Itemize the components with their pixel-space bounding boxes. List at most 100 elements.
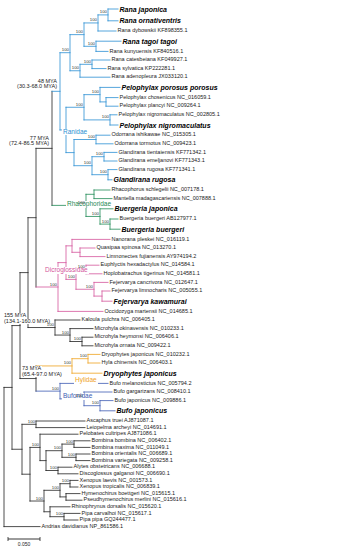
tree-branch xyxy=(22,424,23,474)
bootstrap-value: 100 xyxy=(102,115,109,119)
tree-branch xyxy=(4,526,40,527)
tree-branch xyxy=(100,87,120,88)
taxon-label: Pipa pipa GQ244477.1 xyxy=(80,517,136,523)
bootstrap-value: 100 xyxy=(84,60,91,64)
tree-branch xyxy=(50,516,64,517)
tree-branch xyxy=(70,487,78,488)
tree-branch xyxy=(100,101,106,102)
tree-branch xyxy=(88,363,100,364)
tree-branch xyxy=(94,282,95,296)
divergence-time: (134.1-160.0 MYA) xyxy=(3,319,51,325)
taxon-label: Pelobates cultripes AJ871086.1 xyxy=(80,431,157,437)
taxon-label: Rana catesbeiana KF049927.1 xyxy=(112,57,188,63)
taxon-label: Fejervarya kawamurai xyxy=(114,298,187,305)
tree-branch xyxy=(100,224,110,225)
tree-branch xyxy=(98,31,116,32)
tree-branch xyxy=(72,239,110,240)
tree-branch xyxy=(44,511,50,512)
family-label: Ranidae xyxy=(62,129,88,136)
tree-branch xyxy=(66,500,82,501)
bootstrap-value: 100 xyxy=(32,443,39,447)
tree-branch xyxy=(92,60,110,61)
bootstrap-value: 100 xyxy=(52,387,59,391)
bootstrap-value: 100 xyxy=(90,18,97,22)
tree-branch xyxy=(76,454,90,455)
tree-branch xyxy=(66,152,74,153)
bootstrap-value: 100 xyxy=(56,512,63,516)
tree-branch xyxy=(80,64,81,77)
taxon-label: Occidozyga martensii NC_014685.1 xyxy=(105,309,193,315)
tree-branch xyxy=(72,252,80,253)
taxon-label: Quasipaa spinosa NC_013270.1 xyxy=(97,245,177,251)
tree-branch xyxy=(22,474,30,475)
taxon-label: Bufo japonicus NC_009886.1 xyxy=(115,398,187,404)
tree-branch xyxy=(86,216,100,217)
tree-branch xyxy=(106,98,107,107)
bootstrap-value: 100 xyxy=(62,48,69,52)
taxon-label: Rana japonica xyxy=(120,6,167,13)
bootstrap-value: 100 xyxy=(50,283,57,287)
bootstrap-value: 100 xyxy=(66,440,73,444)
taxon-label: Rana adenopleura JX033120.1 xyxy=(112,74,188,80)
tree-branch xyxy=(30,501,44,502)
tree-branch xyxy=(55,320,80,321)
tree-branch xyxy=(108,9,109,21)
tree-branch xyxy=(58,311,103,312)
bootstrap-value: 100 xyxy=(74,337,81,341)
tree-branch xyxy=(50,507,51,517)
tree-branch xyxy=(100,209,101,224)
tree-branch xyxy=(74,440,90,441)
family-label: Rhacophoridae xyxy=(66,201,112,208)
tree-branch xyxy=(36,287,58,288)
tree-branch xyxy=(84,46,96,47)
family-label: Hylidae xyxy=(74,377,98,384)
tree-branch xyxy=(60,53,61,130)
scale-tick xyxy=(40,537,41,541)
bootstrap-value: 100 xyxy=(78,265,85,269)
bootstrap-value: 100 xyxy=(52,486,59,490)
divergence-time: (30.3-68.0 MYA) xyxy=(16,84,58,90)
tree-branch xyxy=(58,467,59,474)
bootstrap-value: 100 xyxy=(88,135,95,139)
taxon-label: Euphlyctis hexadactylus NC_014584.1 xyxy=(101,262,195,268)
tree-branch xyxy=(4,387,5,526)
tree-branch xyxy=(100,87,101,102)
tree-branch xyxy=(110,114,117,115)
taxon-label: Pelophylax plancyi NC_009264.1 xyxy=(120,103,201,109)
tree-branch xyxy=(46,450,62,451)
tree-branch xyxy=(102,291,103,301)
taxon-label: Buergeria buergeri AB127977.1 xyxy=(120,216,197,222)
bootstrap-value: 100 xyxy=(76,394,83,398)
bootstrap-value: 100 xyxy=(50,466,57,470)
tree-branch xyxy=(82,337,83,346)
tree-branch xyxy=(94,190,95,199)
tree-branch xyxy=(76,289,94,290)
tree-branch xyxy=(108,20,118,21)
tree-branch xyxy=(70,329,71,342)
tree-branch xyxy=(66,107,84,108)
tree-branch xyxy=(72,373,102,374)
tree-branch xyxy=(110,219,111,229)
taxon-label: Hoplobatrachus tigerinus NC_014581.1 xyxy=(104,271,200,277)
taxon-label: Rhacophorus schlegelii NC_007178.1 xyxy=(112,187,204,193)
taxon-label: Pelophylax nigromaculatus xyxy=(120,122,211,129)
bootstrap-value: 100 xyxy=(68,275,75,279)
taxon-label: Alytes obstetricans NC_006688.1 xyxy=(74,464,156,470)
tree-branch xyxy=(96,135,110,136)
tree-branch xyxy=(92,60,93,69)
bootstrap-value: 100 xyxy=(100,170,107,174)
taxon-label: Rhinophrynus dorsalis NC_015620.1 xyxy=(72,504,162,510)
taxon-label: Pelophylax nigromaculatus NC_002805.1 xyxy=(119,112,220,118)
taxon-label: Nanorana pleskei NC_016119.1 xyxy=(112,237,190,243)
tree-branch xyxy=(106,106,118,107)
tree-branch xyxy=(66,493,80,494)
tree-branch xyxy=(66,494,67,501)
tree-branch xyxy=(96,41,121,42)
tree-branch xyxy=(60,52,70,53)
taxon-label: Buergeria japonica xyxy=(115,205,178,212)
taxon-label: Rana dybowskii KF898355.1 xyxy=(118,28,188,34)
tree-branch xyxy=(60,496,66,497)
bootstrap-value: 100 xyxy=(62,331,69,335)
scale-label: 0.050 xyxy=(18,542,31,547)
